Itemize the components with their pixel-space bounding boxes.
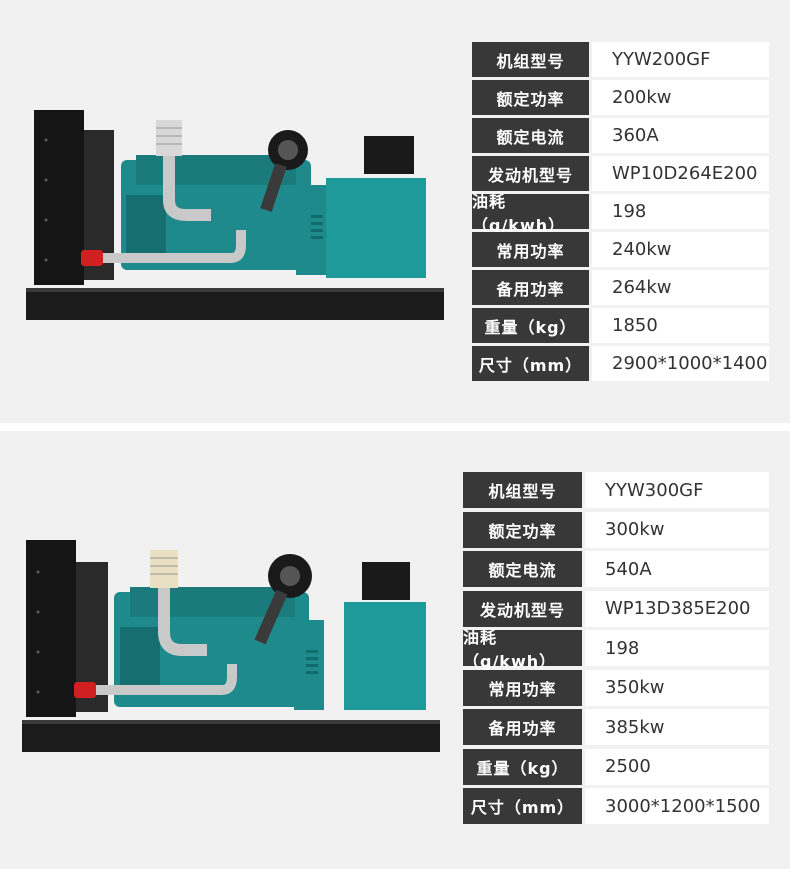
spec-value: YYW200GF <box>592 42 769 77</box>
spec-row: 重量（kg） 2500 <box>463 748 769 785</box>
spec-row: 发动机型号 WP10D264E200 <box>472 156 769 191</box>
spec-row: 常用功率 350kw <box>463 669 769 706</box>
spec-row: 尺寸（mm） 3000*1200*1500 <box>463 788 769 824</box>
spec-value: 3000*1200*1500 <box>585 788 769 824</box>
generator-set-image <box>26 110 444 320</box>
spec-label: 常用功率 <box>463 669 582 706</box>
spec-value: WP13D385E200 <box>585 590 769 627</box>
spec-value: YYW300GF <box>585 472 769 508</box>
spec-value: 300kw <box>585 511 769 548</box>
spec-label: 额定电流 <box>463 551 582 587</box>
spec-label: 发动机型号 <box>463 590 582 627</box>
spec-label: 尺寸（mm） <box>463 788 582 824</box>
spec-row: 额定功率 200kw <box>472 80 769 115</box>
spec-value: WP10D264E200 <box>592 156 769 191</box>
product-panel-2: 机组型号 YYW300GF 额定功率 300kw 额定电流 540A 发动机型号… <box>0 431 790 869</box>
spec-label: 常用功率 <box>472 232 589 267</box>
spec-value: 350kw <box>585 669 769 706</box>
spec-value: 2500 <box>585 748 769 785</box>
spec-label: 机组型号 <box>463 472 582 508</box>
spec-value: 240kw <box>592 232 769 267</box>
spec-label: 油耗（g/kwh） <box>463 628 582 671</box>
spec-value: 198 <box>592 194 769 229</box>
spec-value: 198 <box>585 630 769 666</box>
spec-label: 机组型号 <box>472 42 589 77</box>
spec-value: 200kw <box>592 80 769 115</box>
spec-row: 油耗（g/kwh） 198 <box>463 628 769 671</box>
spec-label: 额定功率 <box>463 511 582 548</box>
spec-row: 重量（kg） 1850 <box>472 308 769 343</box>
spec-row: 额定电流 360A <box>472 118 769 153</box>
spec-row: 尺寸（mm） 2900*1000*1400 <box>472 346 769 381</box>
spec-value: 2900*1000*1400 <box>592 346 769 381</box>
spec-label: 额定电流 <box>472 118 589 153</box>
spec-value: 1850 <box>592 308 769 343</box>
spec-value: 360A <box>592 118 769 153</box>
product-panel-1: 机组型号 YYW200GF 额定功率 200kw 额定电流 360A 发动机型号… <box>0 0 790 423</box>
spec-row: 额定功率 300kw <box>463 511 769 548</box>
spec-label: 重量（kg） <box>463 748 582 785</box>
spec-row: 机组型号 YYW200GF <box>472 42 769 77</box>
spec-row: 发动机型号 WP13D385E200 <box>463 590 769 627</box>
spec-value: 385kw <box>585 709 769 745</box>
spec-row: 备用功率 264kw <box>472 270 769 305</box>
spec-value: 540A <box>585 551 769 587</box>
spec-row: 油耗（g/kwh） 198 <box>472 192 769 235</box>
generator-set-image <box>22 540 440 752</box>
spec-value: 264kw <box>592 270 769 305</box>
spec-label: 油耗（g/kwh） <box>472 192 589 235</box>
spec-label: 备用功率 <box>463 709 582 745</box>
spec-label: 尺寸（mm） <box>472 346 589 381</box>
spec-table-1: 机组型号 YYW200GF 额定功率 200kw 额定电流 360A 发动机型号… <box>472 42 769 384</box>
spec-label: 发动机型号 <box>472 156 589 191</box>
spec-label: 重量（kg） <box>472 308 589 343</box>
spec-label: 备用功率 <box>472 270 589 305</box>
spec-row: 额定电流 540A <box>463 551 769 587</box>
spec-table-2: 机组型号 YYW300GF 额定功率 300kw 额定电流 540A 发动机型号… <box>463 472 769 828</box>
spec-row: 常用功率 240kw <box>472 232 769 267</box>
spec-label: 额定功率 <box>472 80 589 115</box>
spec-row: 机组型号 YYW300GF <box>463 472 769 508</box>
spec-row: 备用功率 385kw <box>463 709 769 745</box>
